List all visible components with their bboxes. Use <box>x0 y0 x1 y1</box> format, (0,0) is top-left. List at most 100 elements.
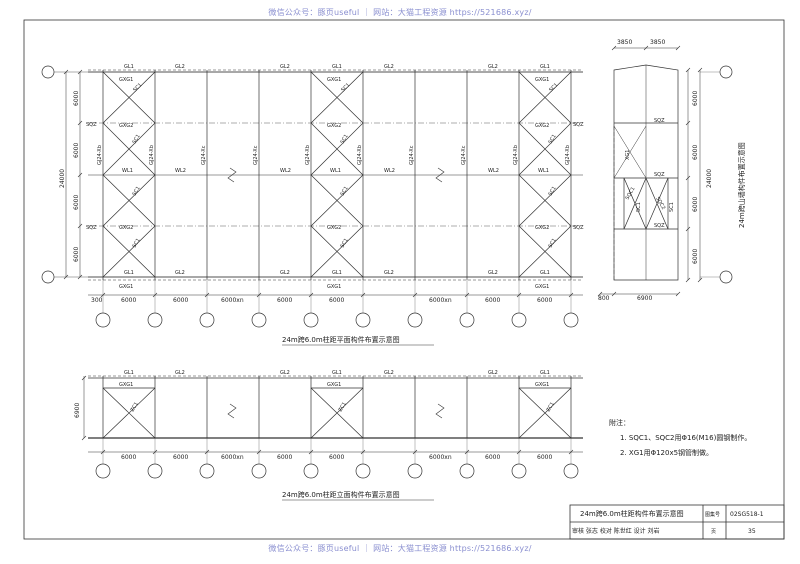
title-block <box>569 504 785 540</box>
label-sqz: SQZ <box>573 225 584 231</box>
axis-bubble <box>303 312 319 328</box>
axis-bubble <box>459 463 475 479</box>
label-sc1: SC1 <box>132 185 142 197</box>
axis-bubble <box>511 463 527 479</box>
label-wl2: WL2 <box>488 168 499 174</box>
axis-bubble <box>199 312 215 328</box>
label-wl1: WL1 <box>122 168 133 174</box>
dim-bay: 6000 <box>277 297 292 304</box>
label-gj24xc: GJ24-Xc <box>461 145 467 165</box>
elevation-view <box>81 375 583 464</box>
label-gl1: GL1 <box>332 370 342 376</box>
label-wl1: WL1 <box>330 168 341 174</box>
dim-top: 3850 <box>650 39 665 46</box>
elevation-axis-bubbles <box>95 463 579 479</box>
elevation-title: 24m跨6.0m柱距立面构件布置示意图 <box>282 490 400 499</box>
label-gxg2: GXG2 <box>327 225 341 231</box>
label-gl1: GL1 <box>124 64 134 70</box>
label-sc1: SC1 <box>548 133 558 145</box>
dim-left: 6000 <box>73 195 80 210</box>
axis-bubble <box>459 312 475 328</box>
label-sqz: SQZ <box>573 122 584 128</box>
label-gl1: GL1 <box>540 64 550 70</box>
gable-axis-bubbles <box>719 65 733 284</box>
dim-bay: 6000xn <box>429 454 452 461</box>
dim-edge: 300 <box>91 297 103 304</box>
watermark-bottom: 微信公众号：豚页useful ｜ 网站：大猫工程资源 https://52168… <box>268 544 532 553</box>
label-sc1: SC1 <box>132 82 143 93</box>
label-gl2: GL2 <box>384 64 394 70</box>
label-gl2: GL2 <box>488 64 498 70</box>
axis-bubble <box>95 463 111 479</box>
label-gxg2: GXG2 <box>327 123 341 129</box>
label-gl2: GL2 <box>175 64 185 70</box>
label-sc1: SC1 <box>636 202 642 212</box>
label-gj24xb: GJ24-Xb <box>513 145 519 165</box>
axis-bubble <box>199 463 215 479</box>
label-gl2: GL2 <box>175 370 185 376</box>
dim-left: 6000 <box>73 143 80 158</box>
label-gxg1: GXG1 <box>535 77 549 83</box>
label-wl2: WL2 <box>280 168 291 174</box>
label-gxg1: GXG1 <box>119 284 133 290</box>
axis-bubble <box>511 312 527 328</box>
page-label: 页 <box>711 529 716 535</box>
axis-bubble <box>95 312 111 328</box>
label-gj24xc: GJ24-Xc <box>253 145 259 165</box>
label-sc1: SC1 <box>548 185 558 197</box>
elevation-labels: GL1 GL2 GL2 GL1 GL2 GL2 GL1 GXG1 GXG1 GX… <box>74 370 556 499</box>
label-zc1: ZC1 <box>338 401 348 413</box>
axis-bubble <box>41 270 55 284</box>
axis-bubble <box>563 463 579 479</box>
label-gl2: GL2 <box>280 370 290 376</box>
label-gxg1: GXG1 <box>327 77 341 83</box>
label-sc1: SC1 <box>132 237 142 249</box>
atlas-number: 02SG518-1 <box>730 511 764 518</box>
axis-bubble <box>355 463 371 479</box>
dim-bay: 6000 <box>537 297 552 304</box>
label-gxg2: GXG2 <box>535 225 549 231</box>
label-gxg2: GXG2 <box>535 123 549 129</box>
label-wl1: WL1 <box>538 168 549 174</box>
label-sqz: SQZ <box>86 122 97 128</box>
label-sc1: SC1 <box>340 185 350 197</box>
dim-right: 6000 <box>692 249 699 264</box>
dim-bay: 6000xn <box>221 454 244 461</box>
dim-bay: 6000 <box>485 297 500 304</box>
plan-view <box>52 69 583 313</box>
label-gl2: GL2 <box>384 270 394 276</box>
label-sc1: SC1 <box>340 237 350 249</box>
dim-bay: 6000 <box>485 454 500 461</box>
plan-labels: GL1 GL2 GL2 GL1 GL2 GL2 GL1 GXG1 GXG1 GX… <box>59 64 584 344</box>
drawing-title: 24m跨6.0m柱距构件布置示意图 <box>580 509 684 518</box>
dim-bay: 6000 <box>173 454 188 461</box>
label-gl1: GL1 <box>540 370 550 376</box>
dim-total: 24000 <box>706 169 713 188</box>
dim-right: 6000 <box>692 145 699 160</box>
label-gj24xb: GJ24-Xb <box>305 145 311 165</box>
plan-axis-bubbles <box>41 65 579 328</box>
dim-right: 6000 <box>692 197 699 212</box>
label-sc1: SC1 <box>548 82 559 93</box>
label-gl1: GL1 <box>124 370 134 376</box>
label-sqz: SQZ <box>654 118 665 124</box>
label-gl1: GL1 <box>332 270 342 276</box>
label-gxg1: GXG1 <box>535 382 549 388</box>
axis-bubble <box>407 312 423 328</box>
label-sc1: SC1 <box>340 82 351 93</box>
label-gj24xc: GJ24-Xc <box>201 145 207 165</box>
axis-bubble <box>251 312 267 328</box>
dim-right: 6000 <box>692 91 699 106</box>
watermark-top: 微信公众号：豚页useful ｜ 网站：大猫工程资源 https://52168… <box>268 8 532 17</box>
label-gxg1: GXG1 <box>119 382 133 388</box>
label-sqz: SQZ <box>654 172 665 178</box>
dim-bay: 6000xn <box>429 297 452 304</box>
axis-bubble <box>41 65 55 79</box>
dim-bottom: 800 <box>598 295 610 302</box>
dim-bay: 6000 <box>277 454 292 461</box>
note-item: 2. XG1用Φ120x5钢管制做。 <box>620 448 713 457</box>
dim-bay: 6000xn <box>221 297 244 304</box>
label-gl2: GL2 <box>384 370 394 376</box>
dim-bay: 6000 <box>537 454 552 461</box>
